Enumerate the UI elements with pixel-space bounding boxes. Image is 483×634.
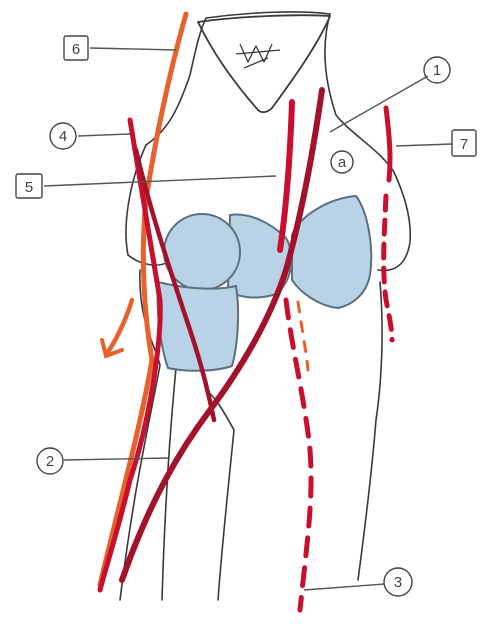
label-7: 7 [460,136,468,153]
leader-5 [44,176,276,186]
vessel-red-5 [280,102,292,250]
leader-4 [78,134,130,136]
vessel-red-dashed-3b [298,302,308,370]
labels [16,36,476,596]
label-a: a [338,154,347,171]
bone-right [292,196,371,308]
bones [157,196,371,371]
label-6: 6 [72,41,80,58]
leader-6 [90,48,176,50]
vessel-red-dashed-3 [286,300,311,610]
top-triangle [198,15,330,112]
vessels [100,14,392,610]
outline-shoulder [146,12,330,145]
label-3: 3 [394,574,402,591]
label-1: 1 [433,62,441,79]
vessel-red-7-dashed [384,196,392,340]
leader-2 [64,458,168,460]
label-4: 4 [59,128,67,145]
vessel-orange-branch [108,300,132,352]
leader-1 [330,76,428,132]
leader-7 [396,144,452,146]
outline-lower-inner-2 [208,392,234,600]
vessel-red-7-solid [386,108,390,180]
label-5: 5 [25,179,33,196]
leader-3 [304,584,384,590]
triangle-scribble [236,44,280,68]
label-2: 2 [46,453,54,470]
label-texts: 6 5 7 4 1 a 2 3 [25,41,468,591]
triangle-shape [198,15,330,112]
outline-lower-right [358,282,382,580]
